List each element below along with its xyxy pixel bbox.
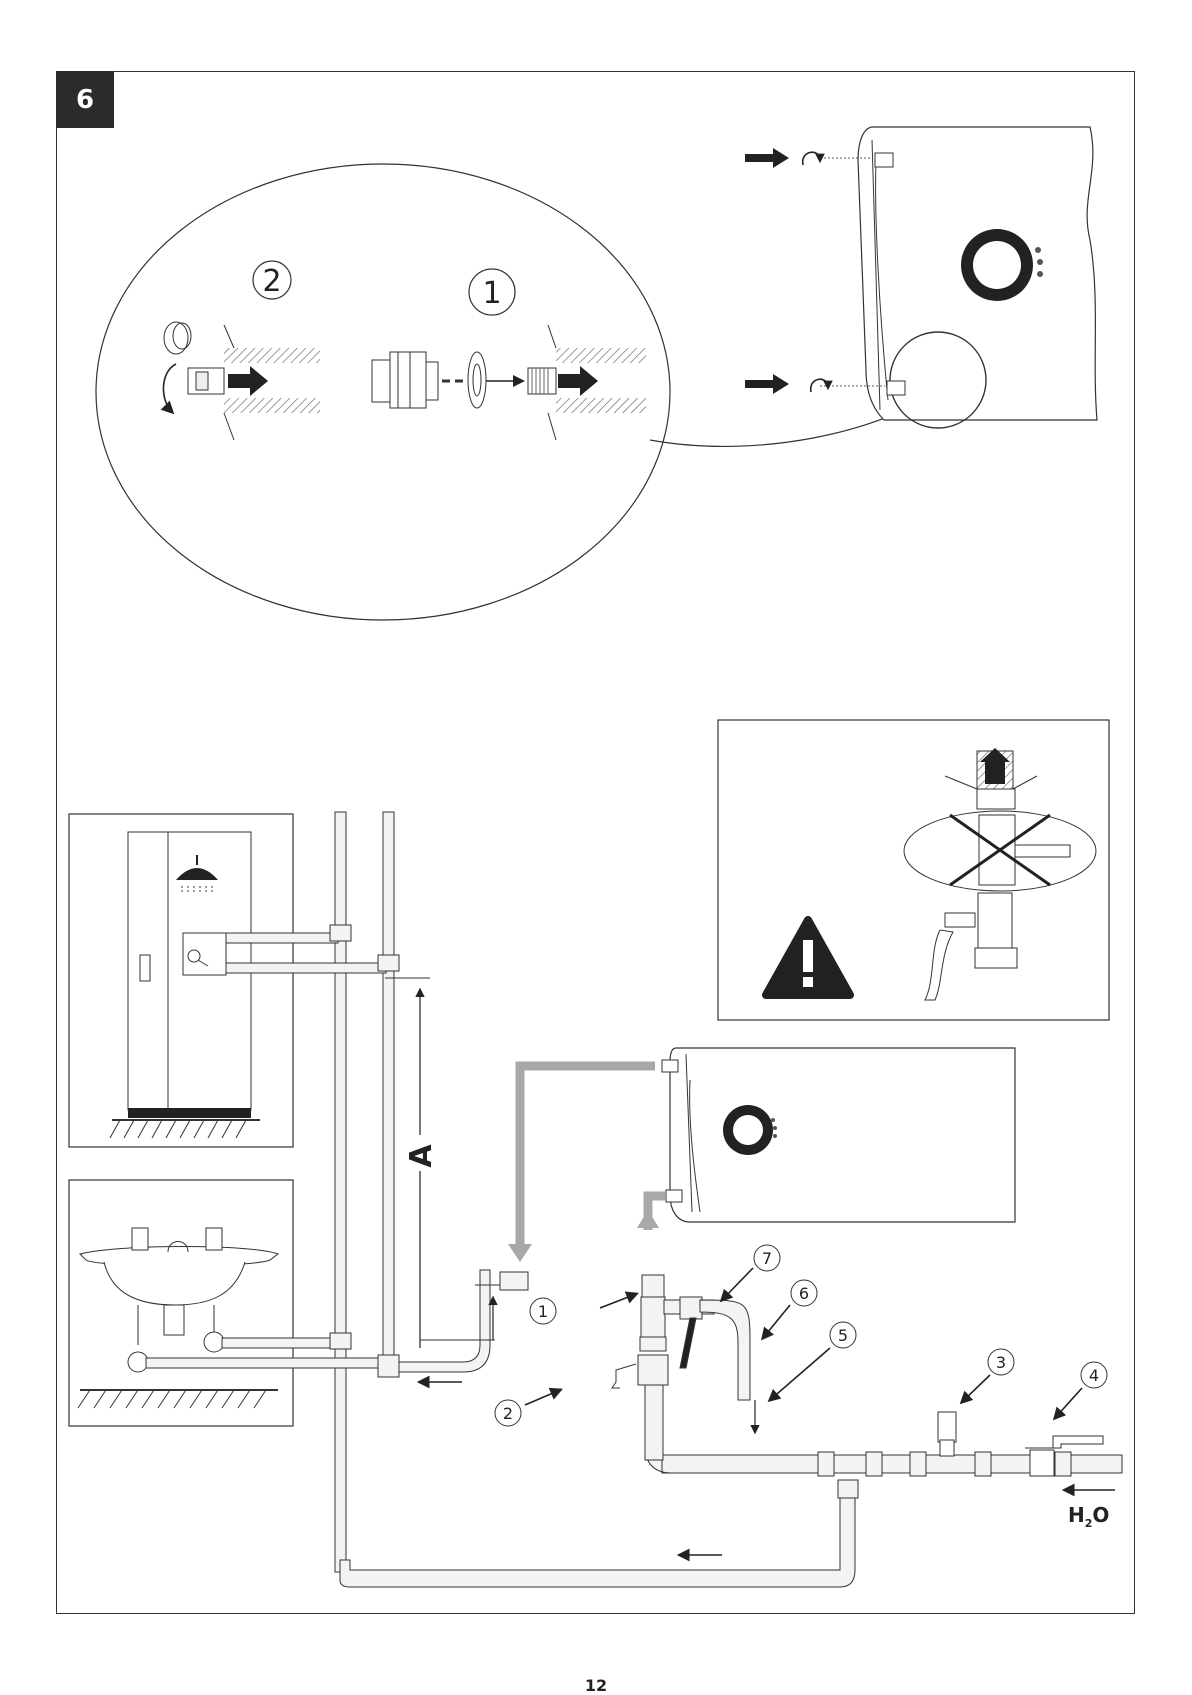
water-label: H2O xyxy=(1068,1503,1109,1530)
detail-label-2: 2 xyxy=(262,264,281,299)
callout-4: 4 xyxy=(1055,1362,1107,1418)
mixer-tap-icon xyxy=(183,933,226,975)
page-number: 12 xyxy=(0,1676,1192,1695)
detail-label-1: 1 xyxy=(482,276,501,311)
warning-panel xyxy=(718,720,1109,1020)
callout-1: 1 xyxy=(530,1298,556,1324)
callout-7: 7 xyxy=(722,1245,780,1300)
svg-text:6: 6 xyxy=(799,1284,809,1303)
heater-bottom xyxy=(662,1048,1015,1222)
callouts: 1 2 3 4 5 6 7 xyxy=(495,1245,1107,1426)
dimension-A: A xyxy=(385,978,495,1348)
heater-top xyxy=(745,127,1097,428)
stopcock xyxy=(1025,1436,1103,1448)
svg-text:1: 1 xyxy=(538,1302,548,1321)
callout-5: 5 xyxy=(770,1322,856,1400)
safety-valve-assembly xyxy=(612,1275,750,1400)
svg-text:2: 2 xyxy=(503,1404,513,1423)
connection-detail: 2 1 xyxy=(96,164,930,620)
callout-6: 6 xyxy=(763,1280,817,1338)
pressure-reducer xyxy=(938,1412,956,1442)
svg-text:3: 3 xyxy=(996,1353,1006,1372)
dimension-label: A xyxy=(404,1144,439,1168)
callout-3: 3 xyxy=(962,1349,1014,1402)
svg-text:7: 7 xyxy=(762,1249,772,1268)
svg-text:5: 5 xyxy=(838,1326,848,1345)
shower-panel xyxy=(69,814,293,1147)
sink-panel xyxy=(69,1180,293,1426)
callout-2: 2 xyxy=(495,1390,560,1426)
svg-text:4: 4 xyxy=(1089,1366,1099,1385)
rotate-arrow-icon xyxy=(803,152,820,165)
